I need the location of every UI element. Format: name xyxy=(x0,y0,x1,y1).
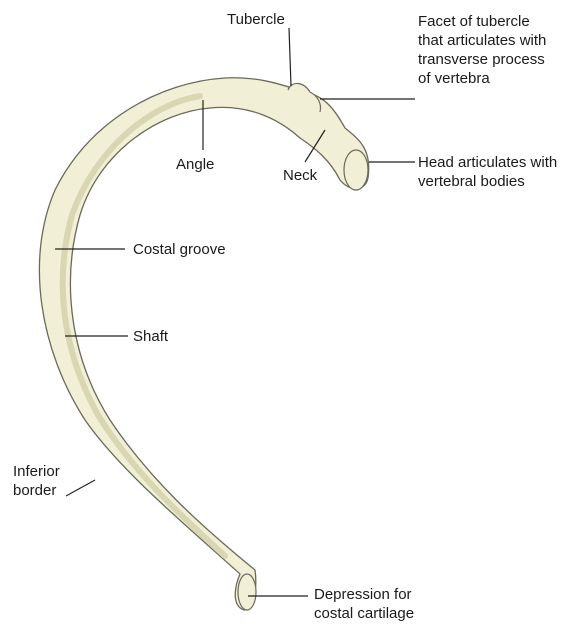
rib-head xyxy=(344,150,368,190)
label-shaft: Shaft xyxy=(133,327,168,346)
label-angle: Angle xyxy=(176,155,214,174)
label-tubercle: Tubercle xyxy=(227,10,285,29)
sternal-end xyxy=(238,574,256,610)
leader-inferior-border xyxy=(66,480,95,496)
label-neck: Neck xyxy=(283,166,317,185)
label-inferior-border: Inferior border xyxy=(13,462,60,500)
leader-tubercle xyxy=(289,28,291,86)
label-depression: Depression for costal cartilage xyxy=(314,585,414,623)
label-facet: Facet of tubercle that articulates with … xyxy=(418,12,546,88)
label-head: Head articulates with vertebral bodies xyxy=(418,153,557,191)
label-costal-groove: Costal groove xyxy=(133,240,226,259)
